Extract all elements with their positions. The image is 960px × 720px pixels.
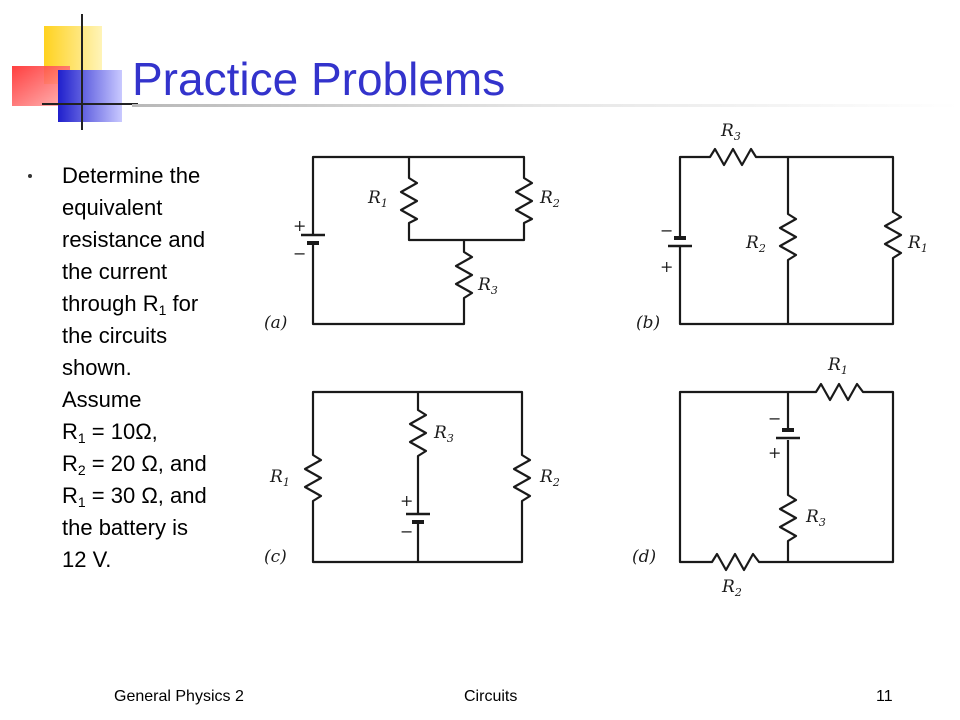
text-line: Assume [62,387,142,412]
label-r3: R3 [805,507,826,529]
resistor-r1 [399,174,419,227]
text-line: through R1 for [62,288,264,320]
text-segment: = 20 Ω, and [85,451,207,476]
resistor-r3 [778,490,798,546]
resistor-r1 [303,450,323,505]
text-line: the current [62,259,168,284]
battery-plus: + [768,443,781,462]
text-segment: = 10Ω, [85,419,158,444]
footer-page-number: 11 [876,688,893,705]
battery-plus: + [400,491,413,510]
logo-blue-square [58,70,122,122]
wire [311,260,466,326]
resistor-r3 [408,405,428,460]
label-r2: R2 [721,577,742,599]
text-line: shown. [62,355,132,380]
battery-plus: + [660,257,673,276]
resistor-r2 [778,210,798,268]
footer-course: General Physics 2 [114,688,244,705]
text-segment: R [62,451,78,476]
label-r3: R3 [720,121,741,143]
text-line: 12 V. [62,547,112,572]
problem-bullet: Determine the equivalent resistance and … [24,160,264,576]
battery-plus: + [293,216,306,235]
slide-title: Practice Problems [132,53,506,105]
label-r1: R1 [907,233,928,255]
bullet-dot-icon [28,174,32,178]
text-line: R1 = 30 Ω, and [62,480,264,512]
circuit-c-label: (c) [264,547,287,567]
subscript: 1 [77,430,86,446]
text-line: equivalent [62,195,163,220]
label-r1: R1 [367,188,388,210]
slide-logo [12,14,138,130]
circuit-b [668,147,903,326]
resistor-r2 [708,552,764,572]
wire [678,390,788,564]
resistor-r1 [812,382,868,402]
circuit-b-label: (b) [636,313,660,333]
circuit-c [303,390,532,564]
text-line: R1 = 10Ω, [62,416,264,448]
text-line: R2 = 20 Ω, and [62,448,264,480]
resistor-r3 [706,147,760,167]
text-segment: through R [62,291,159,316]
battery-minus: − [768,409,781,428]
label-r3: R3 [433,423,454,445]
text-line: the circuits [62,323,168,348]
text-segment: R [62,419,78,444]
label-r2: R2 [539,188,560,210]
wire [407,227,526,242]
subscript: 1 [158,302,167,318]
battery-minus: − [660,221,673,240]
label-r1: R1 [827,355,848,377]
label-r1: R1 [269,467,290,489]
resistor-r1 [883,208,903,268]
resistor-r2 [514,174,534,227]
resistor-r2 [512,450,532,505]
label-r2: R2 [745,233,766,255]
text-line: the battery is [62,515,188,540]
battery-minus: − [400,522,413,541]
circuit-a-label: (a) [264,313,287,333]
battery-minus: − [293,244,306,263]
wire [311,155,526,212]
text-line: Determine the [62,163,201,188]
problem-text: Determine the equivalent resistance and … [62,160,264,576]
circuit-a [301,155,534,326]
subscript: 1 [77,494,86,510]
text-segment: = 30 Ω, and [85,483,207,508]
footer-topic: Circuits [464,688,518,705]
wire [760,155,895,208]
circuit-d-label: (d) [632,547,656,567]
circuit-d [678,382,895,572]
wire [678,258,895,326]
text-line: resistance and [62,227,206,252]
label-r2: R2 [539,467,560,489]
text-segment: for [166,291,199,316]
resistor-r3 [454,248,474,302]
subscript: 2 [77,462,86,478]
wire [764,390,895,564]
wire [678,155,706,238]
label-r3: R3 [477,275,498,297]
title-underline [132,104,960,107]
text-segment: R [62,483,78,508]
